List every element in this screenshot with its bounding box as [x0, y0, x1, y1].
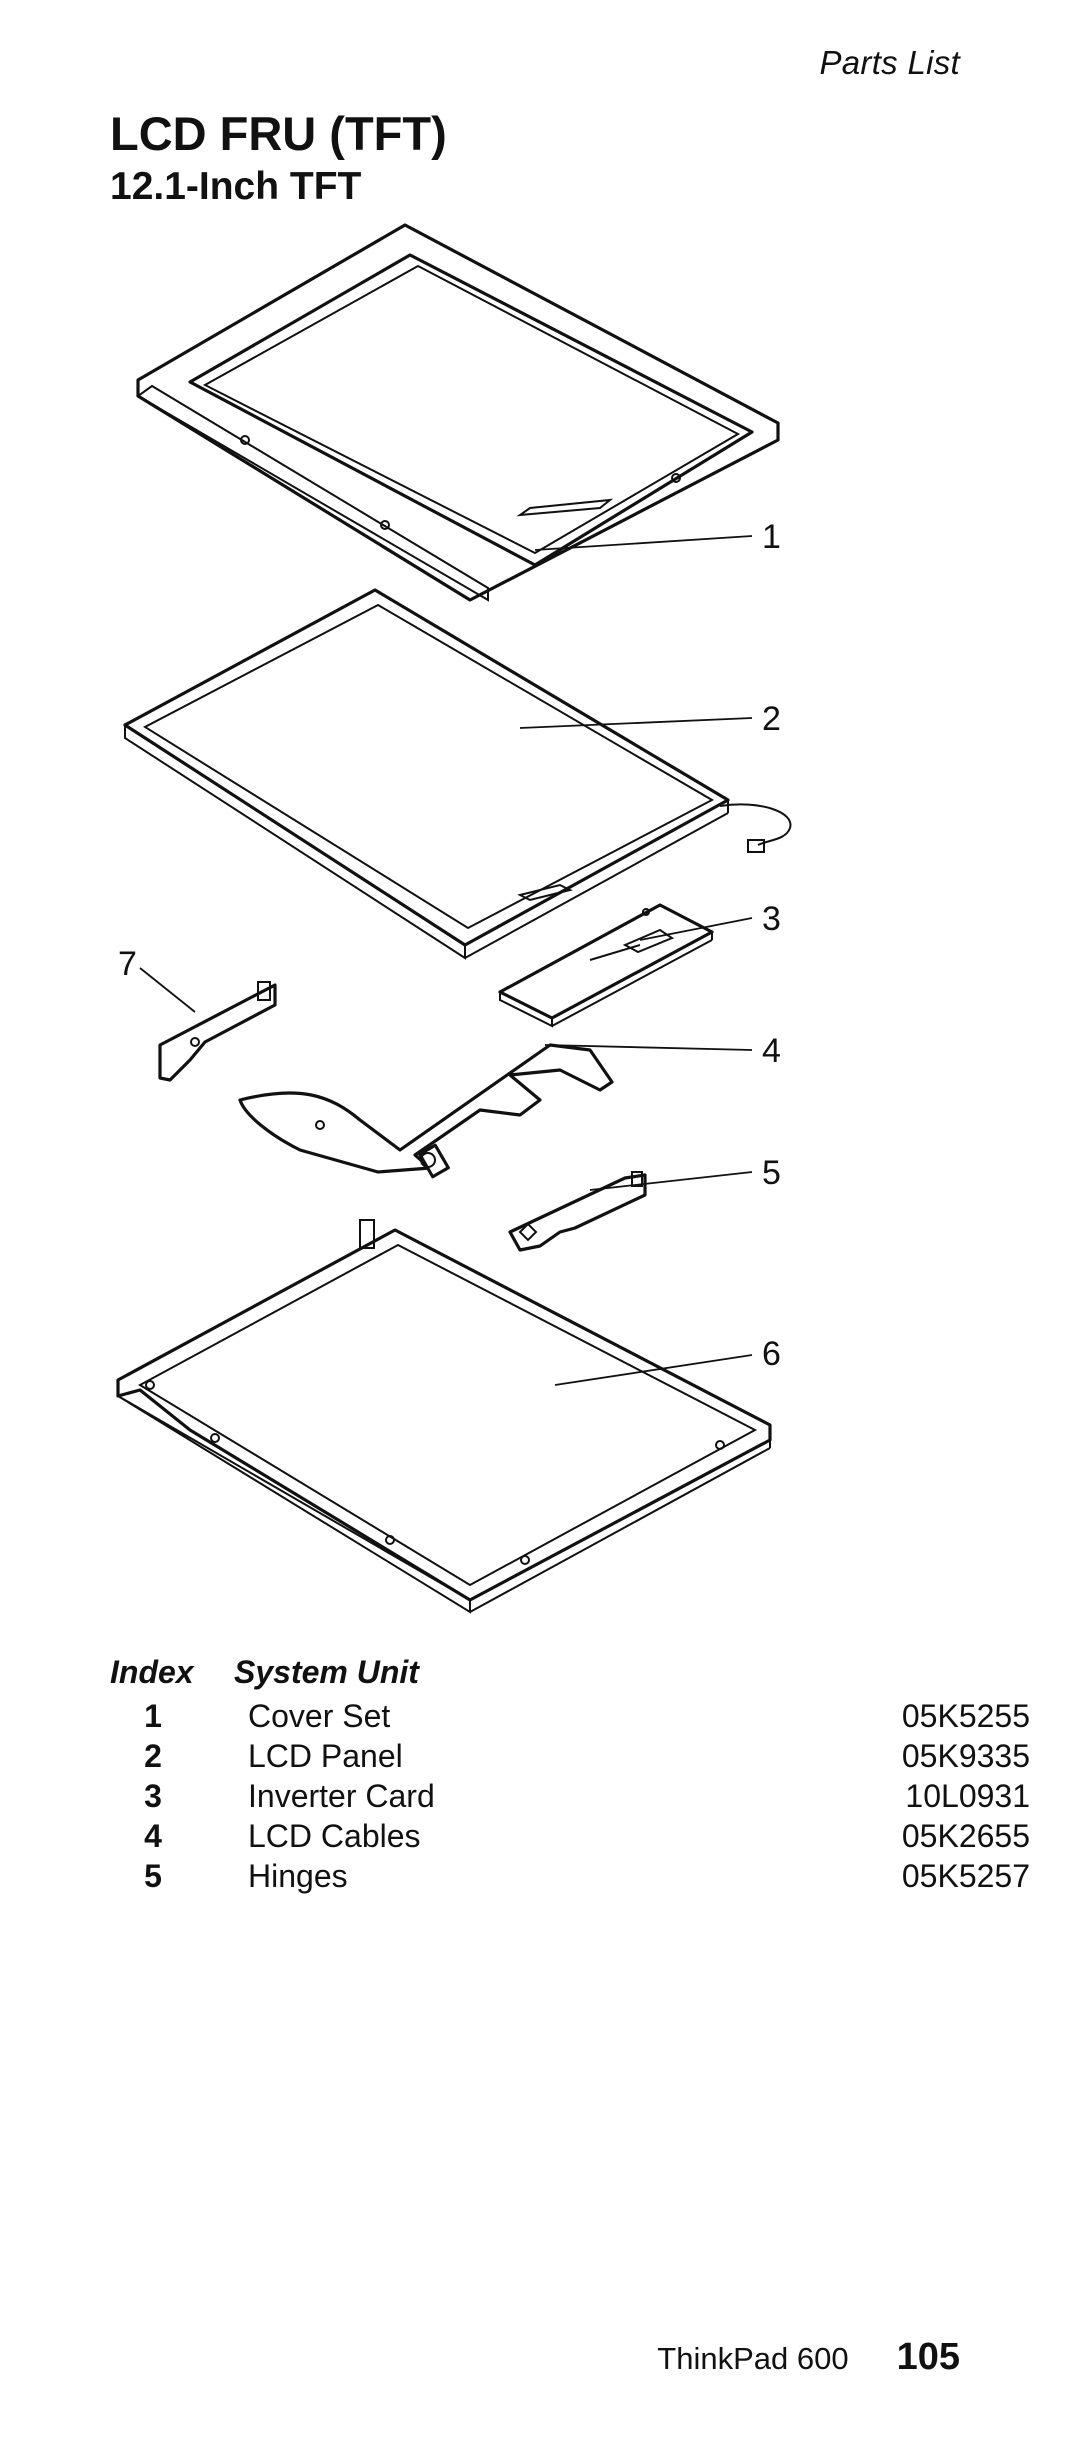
row-description: Cover Set [248, 1697, 391, 1734]
inverter-card-part [498, 903, 714, 1028]
row-description: Inverter Card [248, 1777, 435, 1814]
page-title: LCD FRU (TFT) [110, 107, 447, 160]
leader-line-7 [139, 967, 196, 1013]
callout-2: 2 [762, 700, 781, 738]
row-index: 3 [144, 1777, 162, 1814]
parts-table: Index System Unit 1 Cover Set 05K5255 2 … [110, 1650, 1030, 1896]
lcd-panel-part [123, 588, 792, 960]
leader-line-2 [519, 717, 753, 729]
callout-3: 3 [762, 900, 781, 938]
row-index: 1 [144, 1697, 162, 1734]
row-index: 4 [144, 1817, 162, 1854]
leader-line-4 [544, 1044, 753, 1051]
page-footer: ThinkPad 600 105 [657, 2336, 960, 2379]
callout-4: 4 [762, 1032, 781, 1070]
leader-line-6 [554, 1354, 753, 1386]
exploded-parts-diagram: 1 2 3 4 5 6 7 [116, 223, 792, 1614]
hinge-left-part [158, 981, 277, 1082]
lcd-cables-part [238, 1043, 614, 1179]
page-number: 105 [896, 2336, 960, 2378]
page-subtitle: 12.1-Inch TFT [110, 165, 362, 208]
row-part-number: 05K2655 [901, 1817, 1030, 1854]
row-part-number: 05K5255 [901, 1697, 1030, 1734]
row-description: LCD Cables [248, 1817, 421, 1854]
callout-5: 5 [762, 1154, 781, 1192]
table-row: 4 LCD Cables 05K2655 [110, 1816, 1030, 1856]
table-row: 2 LCD Panel 05K9335 [110, 1736, 1030, 1776]
cover-set-part [136, 223, 780, 602]
row-part-number: 10L0931 [905, 1777, 1030, 1814]
leader-line-3 [639, 917, 753, 941]
footer-product-name: ThinkPad 600 [657, 2341, 849, 2376]
row-index: 5 [144, 1857, 162, 1894]
rear-cover-part [116, 1219, 772, 1614]
table-row: 1 Cover Set 05K5255 [110, 1696, 1030, 1736]
row-description: LCD Panel [248, 1737, 403, 1774]
system-unit-column-header: System Unit [234, 1653, 419, 1690]
table-header-row: Index System Unit [110, 1650, 1030, 1696]
index-column-header: Index [110, 1653, 194, 1690]
hinge-right-part [508, 1171, 647, 1252]
leader-line-1 [534, 535, 753, 551]
callout-1: 1 [762, 518, 781, 556]
row-index: 2 [144, 1737, 162, 1774]
table-row: 3 Inverter Card 10L0931 [110, 1776, 1030, 1816]
table-row: 5 Hinges 05K5257 [110, 1856, 1030, 1896]
callout-6: 6 [762, 1335, 781, 1373]
section-header: Parts List [819, 44, 960, 81]
leader-line-5 [589, 1171, 753, 1191]
row-part-number: 05K5257 [901, 1857, 1030, 1894]
callout-7: 7 [118, 945, 137, 983]
row-description: Hinges [248, 1857, 348, 1894]
row-part-number: 05K9335 [901, 1737, 1030, 1774]
